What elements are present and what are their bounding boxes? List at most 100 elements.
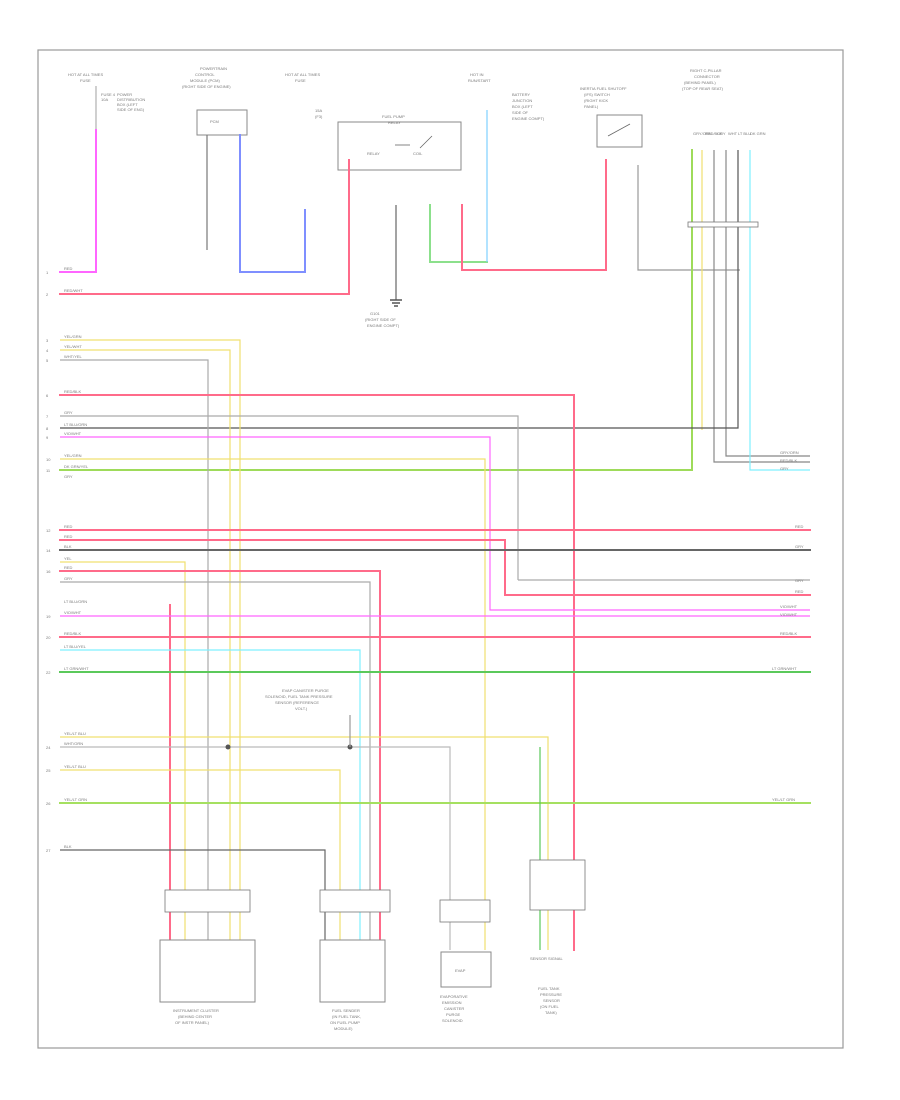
wire-yellow-1 bbox=[60, 339, 241, 940]
svg-text:(F3): (F3) bbox=[315, 114, 323, 119]
splice-label: EVAP CANISTER PURGE bbox=[282, 688, 329, 693]
svg-text:FUSE 4: FUSE 4 bbox=[101, 92, 116, 97]
svg-text:MODULE): MODULE) bbox=[334, 1026, 353, 1031]
svg-text:12: 12 bbox=[46, 528, 51, 533]
svg-text:ENGINE COMPT): ENGINE COMPT) bbox=[367, 323, 400, 328]
svg-text:HOT AT ALL TIMES: HOT AT ALL TIMES bbox=[285, 72, 320, 77]
wire-pink-top bbox=[59, 129, 97, 273]
wire-pillar-gray1 bbox=[713, 150, 810, 463]
wire-gray-inertia bbox=[637, 165, 740, 271]
wire-pink-2 bbox=[60, 436, 810, 611]
svg-text:LT BLU: LT BLU bbox=[738, 131, 751, 136]
wire-cyan-a bbox=[60, 649, 361, 940]
svg-text:FUEL TANK: FUEL TANK bbox=[538, 986, 560, 991]
svg-text:3: 3 bbox=[46, 338, 49, 343]
svg-text:RIGHT C-PILLAR: RIGHT C-PILLAR bbox=[690, 68, 722, 73]
hot-at-all-times-mid: HOT AT ALL TIMES FUSE 15A (F3) bbox=[285, 72, 323, 119]
svg-text:EMISSION: EMISSION bbox=[442, 1000, 462, 1005]
svg-text:RED/BLK: RED/BLK bbox=[64, 389, 81, 394]
svg-text:TANK): TANK) bbox=[545, 1010, 557, 1015]
svg-text:EVAPORATIVE: EVAPORATIVE bbox=[440, 994, 468, 999]
svg-text:GRY: GRY bbox=[64, 576, 73, 581]
svg-text:BLK: BLK bbox=[64, 844, 72, 849]
svg-text:7: 7 bbox=[46, 414, 49, 419]
svg-text:PRESSURE: PRESSURE bbox=[540, 992, 562, 997]
svg-text:LT BLU/ORN: LT BLU/ORN bbox=[64, 422, 87, 427]
svg-text:YEL/LT GRN: YEL/LT GRN bbox=[64, 797, 87, 802]
svg-text:DISTRIBUTION: DISTRIBUTION bbox=[117, 97, 145, 102]
svg-text:SENSOR: SENSOR bbox=[543, 998, 560, 1003]
wire-yellow-2 bbox=[60, 349, 231, 940]
svg-text:FUSE: FUSE bbox=[295, 78, 306, 83]
svg-text:YEL/LT BLU: YEL/LT BLU bbox=[64, 764, 86, 769]
svg-text:GRY: GRY bbox=[795, 578, 804, 583]
wire-pillar-black bbox=[60, 150, 739, 429]
svg-text:RED: RED bbox=[795, 524, 804, 529]
wire-red-inertia bbox=[461, 159, 607, 271]
svg-text:19: 19 bbox=[46, 614, 51, 619]
svg-text:GRY: GRY bbox=[64, 474, 73, 479]
wire-blue-pcm bbox=[239, 134, 306, 273]
svg-text:VIO/WHT: VIO/WHT bbox=[780, 604, 798, 609]
wire-gray-5 bbox=[60, 581, 371, 940]
svg-text:MODULE (PCM): MODULE (PCM) bbox=[190, 78, 220, 83]
wire-pillar-cyan bbox=[749, 150, 810, 471]
svg-text:20: 20 bbox=[46, 635, 51, 640]
svg-text:CONTROL: CONTROL bbox=[195, 72, 215, 77]
svg-text:GRY/ORN: GRY/ORN bbox=[780, 450, 799, 455]
svg-text:SOLENOID, FUEL TANK PRESSURE: SOLENOID, FUEL TANK PRESSURE bbox=[265, 694, 333, 699]
svg-text:RED/WHT: RED/WHT bbox=[64, 288, 83, 293]
svg-text:RED: RED bbox=[64, 266, 73, 271]
svg-text:CANISTER: CANISTER bbox=[444, 1006, 464, 1011]
svg-text:LT BLU/YEL: LT BLU/YEL bbox=[64, 644, 87, 649]
svg-text:G101: G101 bbox=[370, 311, 381, 316]
evap-sensor: EVAP EVAPORATIVE EMISSION CANISTER PURGE… bbox=[439, 899, 492, 1023]
svg-text:VOLT.): VOLT.) bbox=[295, 706, 308, 711]
wire-red-long bbox=[59, 394, 575, 951]
wire-pillar-green bbox=[59, 149, 693, 471]
svg-text:6: 6 bbox=[46, 393, 49, 398]
svg-text:SIDE OF ENG): SIDE OF ENG) bbox=[117, 107, 145, 112]
svg-text:HOT AT ALL TIMES: HOT AT ALL TIMES bbox=[68, 72, 103, 77]
wire-green-relay bbox=[429, 204, 488, 263]
svg-text:RED/BLK: RED/BLK bbox=[64, 631, 81, 636]
svg-text:LT GRN/WHT: LT GRN/WHT bbox=[772, 666, 797, 671]
svg-text:22: 22 bbox=[46, 670, 51, 675]
svg-text:YEL/LT GRN: YEL/LT GRN bbox=[772, 797, 795, 802]
splice-dot-1 bbox=[225, 744, 231, 750]
wire-gray-4 bbox=[60, 415, 519, 580]
svg-text:SENSOR SIGNAL: SENSOR SIGNAL bbox=[530, 956, 563, 961]
left-pin-numbers: 1 2 3 4 5 6 7 8 9 10 11 12 14 16 19 20 2… bbox=[46, 270, 51, 853]
wire-pillar-gray2 bbox=[725, 150, 810, 457]
svg-text:27: 27 bbox=[46, 848, 51, 853]
svg-text:GRY: GRY bbox=[717, 131, 726, 136]
svg-text:(RIGHT KICK: (RIGHT KICK bbox=[584, 98, 608, 103]
svg-text:11: 11 bbox=[46, 468, 51, 473]
diagram-frame bbox=[37, 49, 844, 1049]
fuel-tank-pressure-sensor: SENSOR SIGNAL FUEL TANK PRESSURE SENSOR … bbox=[529, 859, 586, 1015]
svg-text:10A: 10A bbox=[101, 97, 108, 102]
svg-text:FUSE: FUSE bbox=[80, 78, 91, 83]
fuel-sender: FUEL SENDER (IN FUEL TANK, ON FUEL PUMP … bbox=[319, 889, 391, 1031]
svg-text:GRY: GRY bbox=[64, 410, 73, 415]
svg-text:LT BLU/ORN: LT BLU/ORN bbox=[64, 599, 87, 604]
svg-text:RED: RED bbox=[64, 524, 73, 529]
svg-text:POWER: POWER bbox=[117, 92, 132, 97]
svg-text:24: 24 bbox=[46, 745, 51, 750]
svg-text:RED: RED bbox=[64, 534, 73, 539]
svg-text:FUEL PUMP: FUEL PUMP bbox=[382, 114, 405, 119]
svg-text:RED: RED bbox=[795, 589, 804, 594]
svg-text:RED/BLK: RED/BLK bbox=[705, 131, 722, 136]
svg-text:JUNCTION: JUNCTION bbox=[512, 98, 532, 103]
left-wire-labels: RED RED/WHT YEL/GRN YEL/WHT WHT/YEL RED/… bbox=[64, 266, 89, 849]
svg-text:INERTIA FUEL SHUTOFF: INERTIA FUEL SHUTOFF bbox=[580, 86, 627, 91]
svg-text:10: 10 bbox=[46, 457, 51, 462]
svg-text:(ON FUEL: (ON FUEL bbox=[540, 1004, 559, 1009]
wire-yellow-3 bbox=[60, 458, 486, 950]
svg-text:YEL/WHT: YEL/WHT bbox=[64, 344, 82, 349]
svg-text:BOX (LEFT: BOX (LEFT bbox=[512, 104, 533, 109]
svg-text:25: 25 bbox=[46, 768, 51, 773]
svg-text:(TOP OF REAR SEAT): (TOP OF REAR SEAT) bbox=[682, 86, 724, 91]
svg-text:PCM: PCM bbox=[210, 119, 219, 124]
svg-text:DK GRN: DK GRN bbox=[750, 131, 766, 136]
